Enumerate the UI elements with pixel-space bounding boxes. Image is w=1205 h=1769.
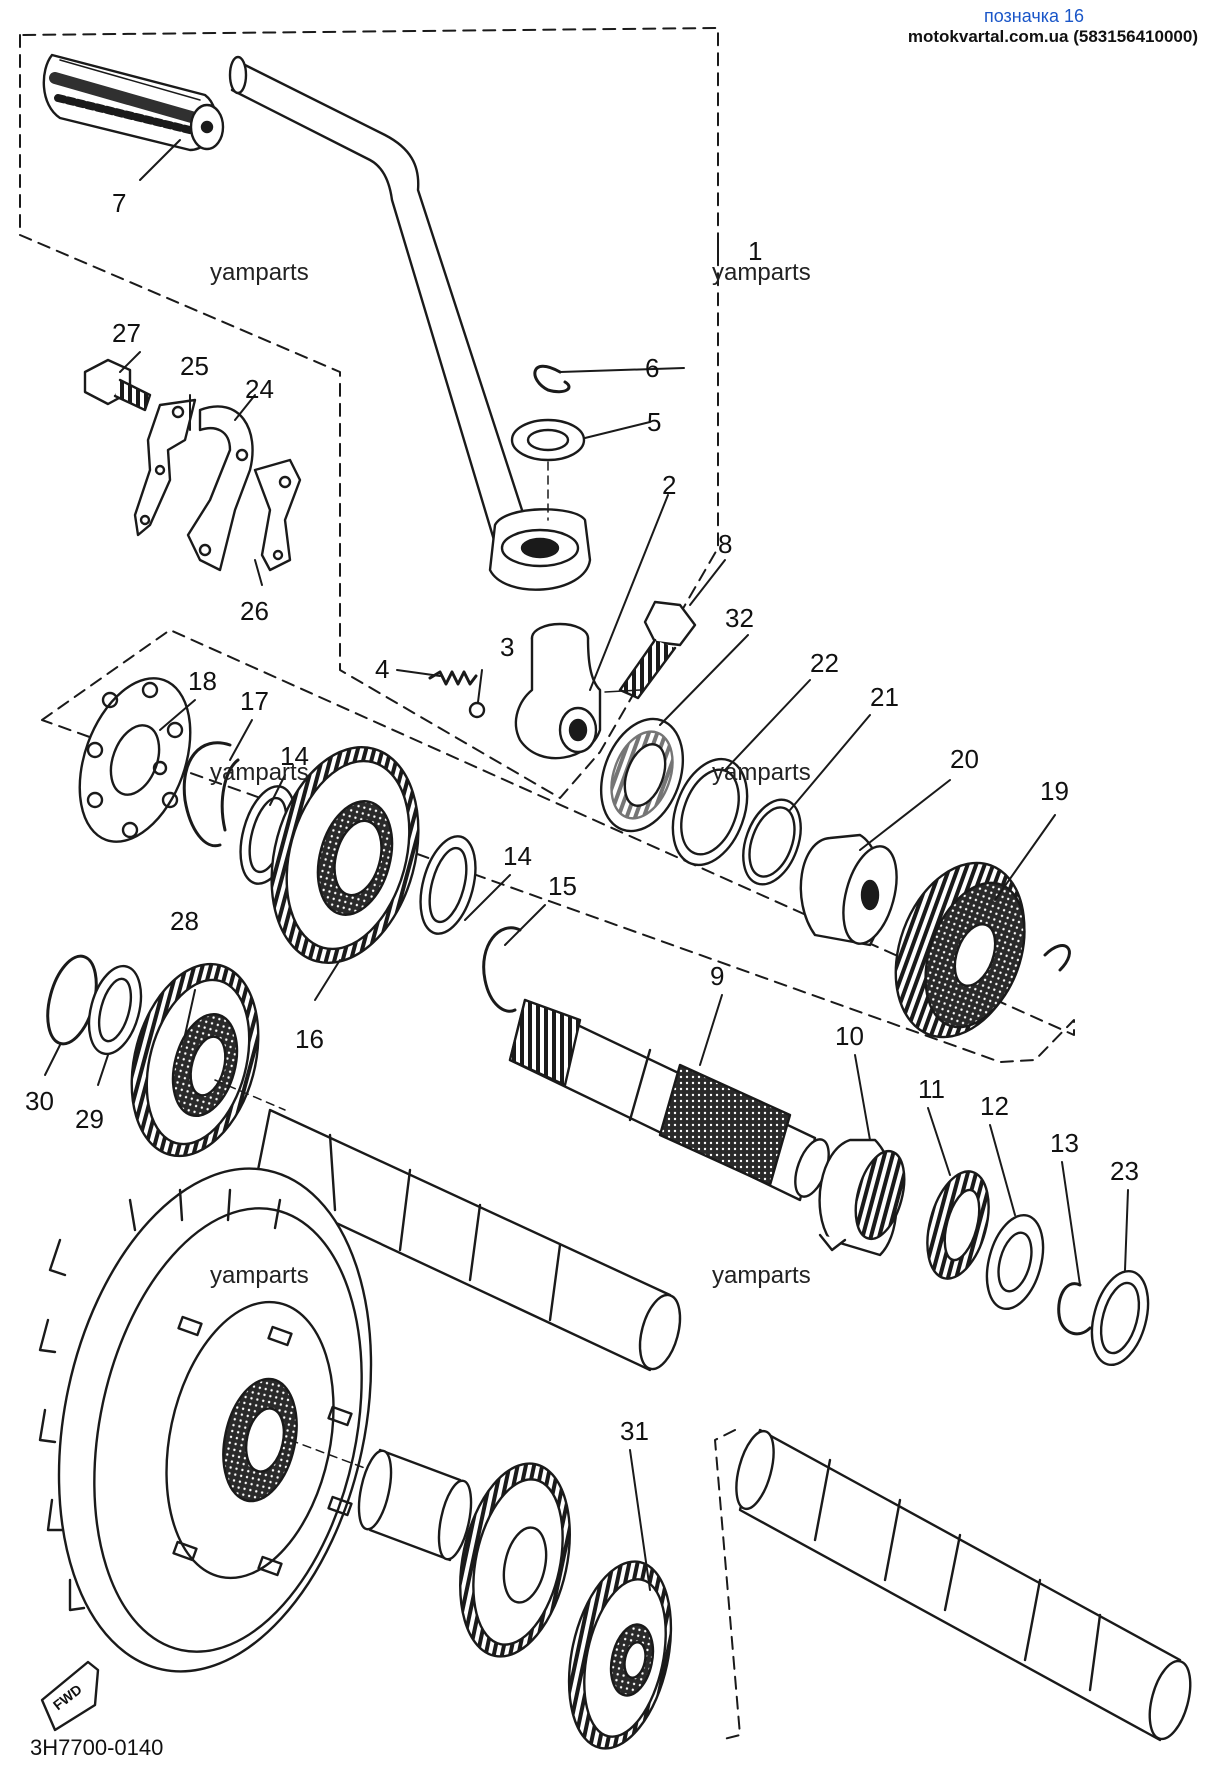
- callout-16: 16: [295, 1024, 324, 1054]
- washer-5: [510, 418, 586, 462]
- spring-guide-20: [799, 833, 898, 947]
- callout-7: 7: [112, 188, 126, 218]
- kick-axle-group-outline: [41, 629, 1075, 1063]
- callout-15: 15: [548, 871, 577, 901]
- washer-29: [87, 964, 143, 1056]
- watermark: yamparts: [210, 1262, 309, 1289]
- gear-31: [567, 1560, 673, 1750]
- callout-18: 18: [188, 666, 217, 696]
- callout-26: 26: [240, 596, 269, 626]
- plate-25: [133, 398, 197, 537]
- ratchet-spring-11: [926, 1170, 990, 1280]
- torsion-spring-19: [894, 861, 1071, 1039]
- sub-assembly-outline: [714, 1429, 741, 1741]
- watermark: yamparts: [712, 1262, 811, 1289]
- washer-12: [985, 1213, 1045, 1311]
- drawing-code: 3H7700-0140: [30, 1735, 163, 1760]
- callout-19: 19: [1040, 776, 1069, 806]
- callout-21: 21: [870, 682, 899, 712]
- callout-8: 8: [718, 529, 732, 559]
- gear-28: [130, 962, 260, 1158]
- circlip-13: [1057, 1282, 1092, 1336]
- callout-11: 11: [918, 1074, 945, 1104]
- circlip-21: [742, 798, 802, 886]
- callout-14a: 14: [280, 741, 309, 771]
- callout-10: 10: [835, 1021, 864, 1051]
- callout-3: 3: [500, 632, 514, 662]
- washer-23: [1090, 1269, 1150, 1367]
- callout-24: 24: [245, 374, 274, 404]
- watermark: yamparts: [712, 259, 811, 286]
- callout-32: 32: [725, 603, 754, 633]
- callout-14b: 14: [503, 841, 532, 871]
- main-axle: [214, 1079, 682, 1372]
- callout-23: 23: [1110, 1156, 1139, 1186]
- kick-shaft-boss: [514, 622, 602, 760]
- watermark: yamparts: [210, 259, 309, 286]
- washer-14b: [419, 835, 477, 935]
- primary-gear: [459, 1462, 571, 1658]
- callout-28: 28: [170, 906, 199, 936]
- kick-axle-9: [508, 998, 830, 1202]
- kick-gear-16: [270, 746, 420, 964]
- callout-12: 12: [980, 1091, 1009, 1121]
- callout-4: 4: [375, 654, 389, 684]
- callout-17: 17: [240, 686, 269, 716]
- kick-grip: [42, 53, 225, 152]
- source-caption: motokvartal.com.ua (583156410000): [907, 27, 1198, 46]
- sleeve: [357, 1448, 473, 1562]
- page-title: позначка 16: [983, 6, 1085, 26]
- watermark: yamparts: [210, 759, 309, 786]
- ratchet-10: [818, 1138, 906, 1257]
- callout-22: 22: [810, 648, 839, 678]
- circlip-6: [533, 364, 571, 394]
- plate-26: [253, 458, 302, 572]
- callout-13: 13: [1050, 1128, 1079, 1158]
- callout-27: 27: [112, 318, 141, 348]
- ratchet-plate-18: [78, 677, 192, 843]
- ball-3: [468, 701, 486, 719]
- circlip-17: [182, 741, 240, 848]
- bolt-27: [83, 358, 152, 412]
- circlip-15: [482, 926, 522, 1013]
- fwd-arrow-icon: [40, 1660, 100, 1732]
- leader-lines: [44, 139, 1129, 1591]
- plate-24: [186, 405, 254, 572]
- callout-2: 2: [662, 470, 676, 500]
- watermark: yamparts: [712, 759, 811, 786]
- callout-30: 30: [25, 1086, 54, 1116]
- callout-31: 31: [620, 1416, 649, 1446]
- kick-lever-arm: [228, 55, 592, 591]
- oil-seal-32: [599, 717, 685, 833]
- kick-lever-group-outline: [19, 27, 719, 799]
- callout-25: 25: [180, 351, 209, 381]
- bolt-8: [604, 600, 697, 700]
- callout-29: 29: [75, 1104, 104, 1134]
- callout-20: 20: [950, 744, 979, 774]
- callout-1: 1: [748, 236, 762, 266]
- callout-5: 5: [647, 407, 661, 437]
- callout-6: 6: [645, 353, 659, 383]
- clutch-housing: [38, 1167, 373, 1673]
- spring-4: [428, 670, 478, 686]
- drive-axle: [735, 1428, 1192, 1742]
- callout-9: 9: [710, 961, 724, 991]
